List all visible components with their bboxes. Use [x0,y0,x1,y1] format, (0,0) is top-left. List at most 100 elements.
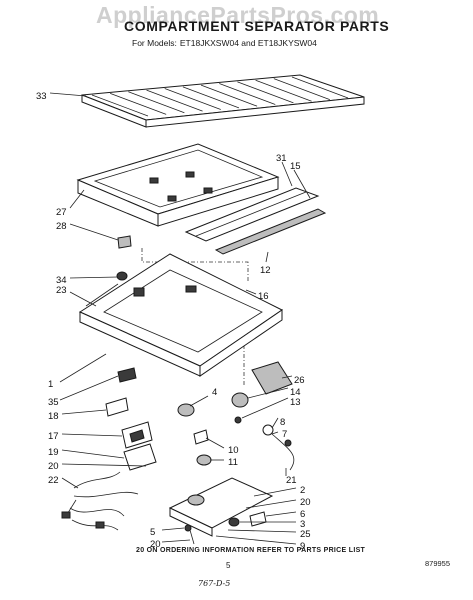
callout-leader-line [227,529,297,533]
callout-number: 6 [300,509,305,520]
callout-number: 19 [48,447,59,458]
grille-slat [219,83,276,105]
grille-slat [273,78,330,101]
callout-leader-line [215,535,297,545]
part-3-spring [228,517,240,527]
part-17-control [121,421,153,449]
part-4-knob [177,403,195,417]
callout-number: 7 [282,429,287,440]
callout-number: 2 [300,485,305,496]
diagram-code: 879955 [425,559,451,568]
grille-slat [200,84,258,107]
callout-number: 33 [36,91,47,102]
callout-leader-line [61,449,125,459]
part-27-frame [76,143,280,227]
callout-number: 14 [290,387,301,398]
callout-leader-line [61,409,107,415]
callout-number: 25 [300,529,311,540]
grille-slat [291,76,349,99]
callout-leader-line [245,499,297,509]
part-11-washer [196,454,212,466]
grille-slat [146,89,203,112]
part-23-housing [78,253,283,377]
callout-number: 26 [294,375,305,386]
callout-number: 12 [260,265,271,276]
callout-number: 13 [290,397,301,408]
grille-slat [164,88,221,110]
callout-leader-line [245,289,257,295]
grille-slat [128,91,185,114]
callout-leader-line [69,189,85,209]
callout-number: 18 [48,411,59,422]
grille-slat [255,79,312,102]
part-10-bracket [193,429,209,445]
callout-leader-line [205,437,225,449]
part-19-housing [123,443,157,471]
ordering-note: 20 ON ORDERING INFORMATION REFER TO PART… [136,547,366,554]
page-number: 5 [226,561,231,570]
callout-number: 10 [228,445,239,456]
callout-leader-line [69,291,97,307]
callout-leader-line [271,431,279,435]
callout-leader-line [69,276,119,279]
part-14-grommet [231,392,249,408]
part-31-15-12-rails [184,187,327,255]
part-7-8-21-thermistor [262,424,295,471]
models-subtitle: For Models:ET18JKXSW04 and ET18JKYSW04 [132,38,320,48]
grille-slat [237,81,294,104]
callout-leader-line [59,375,119,401]
callout-leader-line [265,511,297,517]
part-18-bracket [105,397,129,417]
grille-slat [182,86,240,109]
callout-leader-line [59,353,107,383]
callout-number: 23 [56,285,67,296]
callout-leader-line [281,375,293,379]
callout-leader-line [61,463,147,467]
callout-leader-line [161,527,185,531]
callout-number: 11 [228,457,238,468]
part-28-clip [117,235,132,249]
callout-number: 20 [150,539,161,550]
callout-number: 35 [48,397,59,408]
callout-number: 17 [48,431,59,442]
part-33-grille [81,74,365,128]
callout-number: 20 [48,461,59,472]
grille-slat [110,92,167,115]
callout-leader-line [189,395,209,407]
callout-leader-line [69,223,119,241]
callout-number: 9 [300,541,305,552]
callout-leader-line [271,417,279,429]
page-title: COMPARTMENT SEPARATOR PARTS [124,18,390,34]
part-35-damper [117,367,137,383]
callout-number: 16 [258,291,269,302]
models-prefix: For Models: [132,38,177,48]
callout-number: 27 [56,207,67,218]
callout-leader-line [247,387,289,399]
callout-number: 5 [150,527,155,538]
part-22-wire-harness [61,471,139,531]
callout-leader-line [61,477,79,489]
callout-leader-line [281,161,293,187]
callout-leader-line [293,169,311,199]
callout-number: 3 [300,519,305,530]
part-13-screw [234,416,242,424]
callout-number: 15 [290,161,301,172]
callout-leader-line [49,92,87,97]
callout-number: 22 [48,475,59,486]
grille-slat [91,94,149,117]
callout-number: 8 [280,417,285,428]
callout-number: 20 [300,497,311,508]
callout-number: 28 [56,221,67,232]
callout-leader-line [253,487,297,497]
callout-number: 21 [286,475,297,486]
callout-number: 1 [48,379,53,390]
callout-leader-line [61,433,123,437]
handwritten-note: 767-D-5 [198,579,231,588]
watermark: AppliancePartsPros.com [96,2,380,28]
callout-number: 34 [56,275,67,286]
callout-leader-line [265,251,269,263]
part-26-foam-block [251,361,293,395]
